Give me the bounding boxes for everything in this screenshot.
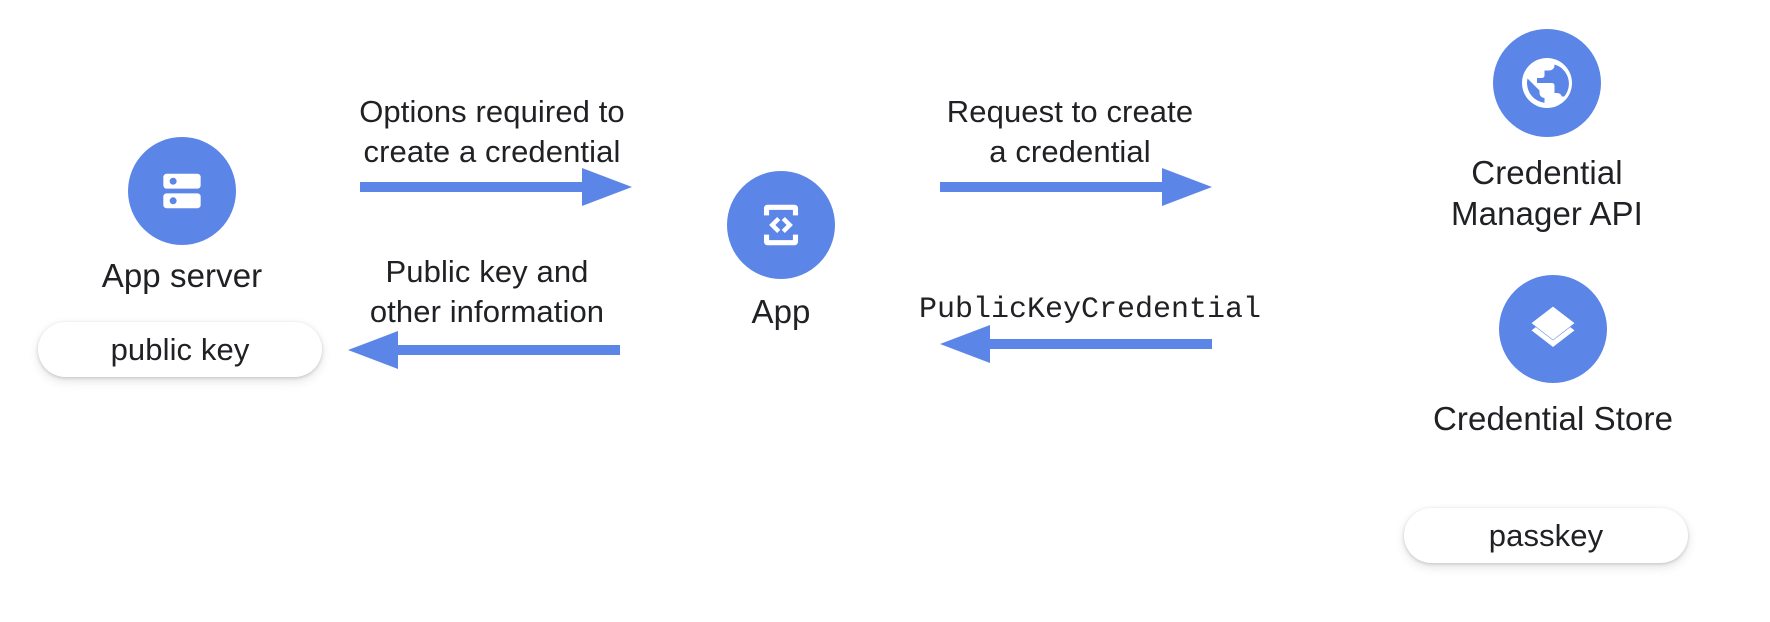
- passkey-pill: passkey: [1404, 508, 1688, 563]
- device-code-icon: [753, 197, 809, 253]
- node-credential-manager-api-label: Credential Manager API: [1451, 154, 1643, 232]
- node-app-server-icon-circle: [128, 137, 236, 245]
- arrow-label-public-key-credential: PublicKeyCredential: [918, 293, 1262, 327]
- server-icon: [154, 163, 210, 219]
- node-credential-store-label: Credential Store: [1432, 400, 1674, 437]
- arrow-public-key-and-other-information: [348, 328, 620, 372]
- node-app-label: App: [751, 293, 811, 330]
- arrow-label-options-required: Options required to create a credential: [359, 94, 625, 169]
- node-app-server-label: App server: [101, 257, 263, 294]
- arrow-request-to-create: [940, 165, 1212, 209]
- arrow-public-key-credential: [940, 322, 1212, 366]
- node-credential-manager-api-icon-circle: [1493, 29, 1601, 137]
- layers-icon: [1525, 301, 1581, 357]
- arrow-options-required: [360, 165, 632, 209]
- arrow-label-public-key-and-other-information: Public key and other information: [369, 254, 605, 329]
- node-app-icon-circle: [727, 171, 835, 279]
- arrow-label-request-to-create: Request to create a credential: [946, 94, 1194, 169]
- globe-public-icon: [1517, 53, 1577, 113]
- public-key-pill: public key: [38, 322, 322, 377]
- node-credential-store-icon-circle: [1499, 275, 1607, 383]
